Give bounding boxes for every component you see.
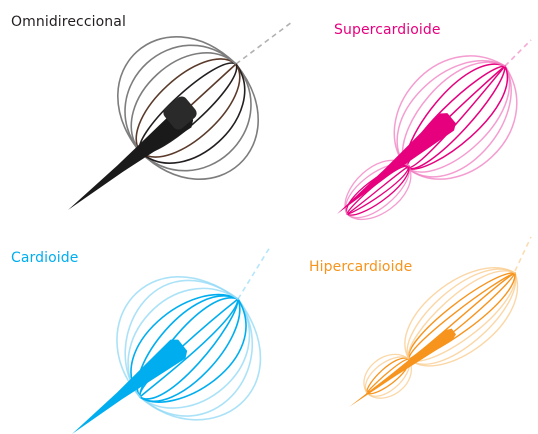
omnidirectional-panel: Omnidireccional [0,0,269,217]
cardioid-label: Cardioide [11,250,79,266]
hypercardioid-pattern-icon [269,217,538,434]
omnidirectional-pattern-icon [0,0,269,217]
cardioid-panel: Cardioide [0,217,269,434]
hypercardioid-panel: Hipercardioide [269,217,538,434]
supercardioid-label: Supercardioide [334,22,441,38]
supercardioid-panel: Supercardioide [269,0,538,217]
omnidirectional-label: Omnidireccional [11,14,126,30]
hypercardioid-label: Hipercardioide [309,259,412,275]
